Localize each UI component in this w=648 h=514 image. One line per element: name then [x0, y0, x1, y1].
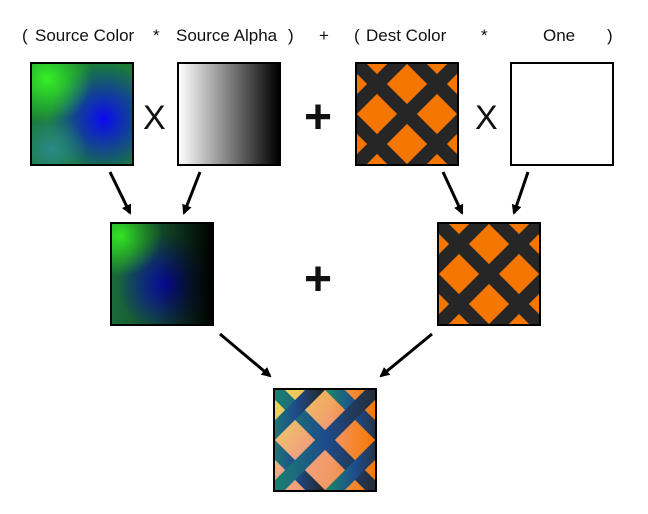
dest-color-label: Dest Color — [366, 26, 447, 45]
one-tile — [510, 62, 614, 166]
dest-product-tile — [437, 222, 541, 326]
add-operator-1: + — [304, 91, 333, 144]
add-operator-2: + — [304, 253, 333, 306]
arrow-one-down — [511, 171, 530, 215]
multiply-operator-1: X — [143, 99, 166, 137]
arrow-source-alpha-down — [182, 171, 202, 215]
result-tile — [273, 388, 377, 492]
source-alpha-label: Source Alpha — [176, 26, 278, 45]
close-paren-2: ) — [607, 26, 613, 45]
multiply-symbol-2: * — [481, 26, 488, 45]
open-paren-1: ( — [22, 26, 28, 45]
source-alpha-tile — [177, 62, 281, 166]
dest-color-tile — [355, 62, 459, 166]
multiply-operator-2: X — [475, 99, 498, 137]
arrow-source-product-down — [219, 332, 272, 378]
one-label: One — [543, 26, 576, 45]
arrow-source-color-down — [108, 171, 132, 215]
source-color-label: Source Color — [35, 26, 135, 45]
arrow-dest-product-down — [379, 332, 433, 378]
close-paren-1: ) — [288, 26, 294, 45]
multiply-symbol-1: * — [153, 26, 160, 45]
open-paren-2: ( — [354, 26, 360, 45]
plus-symbol-header: + — [319, 26, 329, 45]
arrow-dest-color-down — [441, 171, 464, 215]
source-product-tile — [110, 222, 214, 326]
source-color-tile — [30, 62, 134, 166]
